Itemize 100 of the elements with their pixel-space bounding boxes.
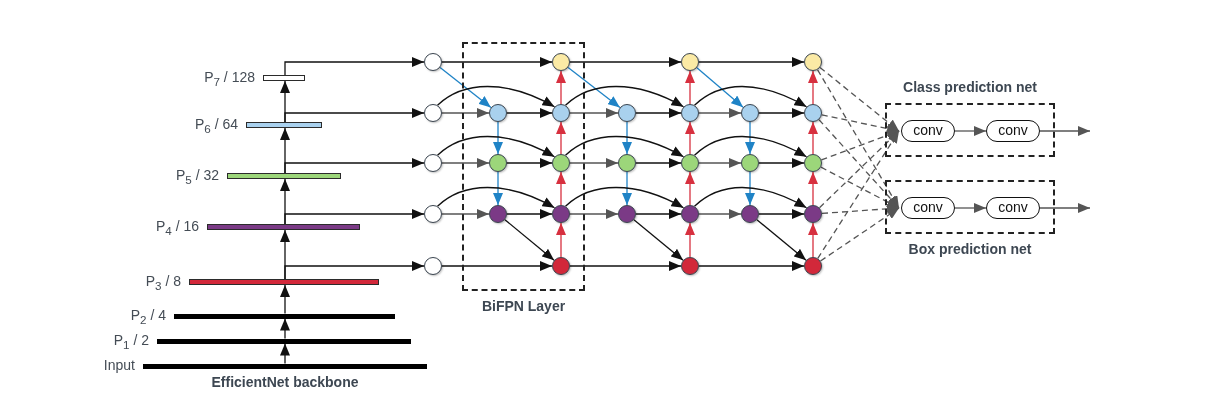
dashed-arrow (820, 130, 900, 161)
arrow (504, 219, 555, 261)
conv-block: conv (986, 120, 1040, 142)
arrow (493, 121, 503, 155)
circle-node (804, 154, 822, 172)
arrow (1039, 203, 1091, 213)
circle-node (741, 104, 759, 122)
arrow (284, 261, 425, 280)
circle-node (424, 104, 442, 122)
dashed-arrow (817, 130, 900, 260)
arrow (698, 261, 805, 271)
arrow (569, 261, 682, 271)
curved-arrow (564, 135, 685, 158)
conv-block: conv (986, 197, 1040, 219)
curved-arrow (693, 135, 808, 158)
arrow (556, 222, 566, 258)
arrow (635, 108, 682, 118)
arrow (569, 57, 682, 67)
arrow (756, 219, 807, 261)
curved-arrow (436, 85, 556, 108)
dashed-arrow (816, 69, 900, 209)
arrow (808, 121, 818, 155)
curved-arrow (436, 186, 556, 209)
caption-label: EfficientNet backbone (210, 374, 360, 390)
arrow (745, 121, 755, 155)
circle-node (618, 104, 636, 122)
conv-block: conv (901, 120, 955, 142)
circle-node (741, 205, 759, 223)
curved-arrow (693, 186, 808, 209)
dashed-arrow (819, 207, 900, 262)
arrow (284, 158, 425, 174)
arrow (745, 171, 755, 206)
level-label: P$_{6}$ / 64 (194, 116, 238, 137)
arrow (698, 209, 742, 219)
level-label: P$_{3}$ / 8 (145, 273, 181, 294)
level-label: P$_{7}$ / 128 (204, 69, 255, 90)
arrow (758, 158, 805, 168)
circle-node (681, 53, 699, 71)
arrow (685, 171, 695, 206)
arrow (506, 209, 553, 219)
arrow (284, 57, 425, 76)
arrow (1039, 126, 1091, 136)
arrow (808, 171, 818, 206)
conv-block: conv (901, 197, 955, 219)
circle-node (681, 205, 699, 223)
arrow (808, 222, 818, 258)
group-title: BiFPN Layer (480, 298, 567, 314)
arrow (635, 209, 682, 219)
level-label: P$_{5}$ / 32 (175, 167, 219, 188)
level-label: Input (103, 357, 135, 373)
arrow (569, 158, 619, 168)
circle-node (804, 104, 822, 122)
circle-node (552, 154, 570, 172)
arrow (698, 108, 742, 118)
arrow (685, 70, 695, 105)
circle-node (424, 205, 442, 223)
circle-node (489, 104, 507, 122)
curved-arrow (564, 85, 685, 108)
circle-node (424, 53, 442, 71)
arrow (696, 67, 744, 108)
circle-node (804, 205, 822, 223)
circle-node (804, 53, 822, 71)
level-label: P$_{2}$ / 4 (130, 307, 166, 328)
arrow (441, 261, 553, 271)
dashed-arrow (821, 203, 900, 215)
circle-node (489, 154, 507, 172)
arrow (441, 209, 490, 219)
circle-node (552, 257, 570, 275)
circle-node (681, 104, 699, 122)
arrow (622, 171, 632, 206)
level-label: P$_{4}$ / 16 (155, 218, 199, 239)
circle-node (741, 154, 759, 172)
arrow (506, 158, 553, 168)
arrow (685, 222, 695, 258)
arrow (284, 209, 425, 225)
circle-node (618, 154, 636, 172)
arrow (569, 209, 619, 219)
circle-node (424, 154, 442, 172)
arrow (280, 284, 290, 315)
circle-node (552, 205, 570, 223)
level-label: P$_{1}$ / 2 (113, 332, 149, 353)
arrow (441, 108, 490, 118)
arrow (439, 66, 492, 109)
arrow (698, 158, 742, 168)
arrow (635, 158, 682, 168)
dashed-arrow (819, 66, 900, 132)
arrow (284, 108, 425, 123)
circle-node (489, 205, 507, 223)
arrow (954, 203, 987, 213)
arrow (556, 171, 566, 206)
arrow (698, 57, 805, 67)
arrow (685, 121, 695, 155)
arrow (556, 70, 566, 105)
circle-node (424, 257, 442, 275)
arrow (493, 171, 503, 206)
circle-node (681, 154, 699, 172)
arrow (954, 126, 987, 136)
arrow (506, 108, 553, 118)
curved-arrow (693, 85, 808, 108)
curved-arrow (436, 135, 556, 158)
